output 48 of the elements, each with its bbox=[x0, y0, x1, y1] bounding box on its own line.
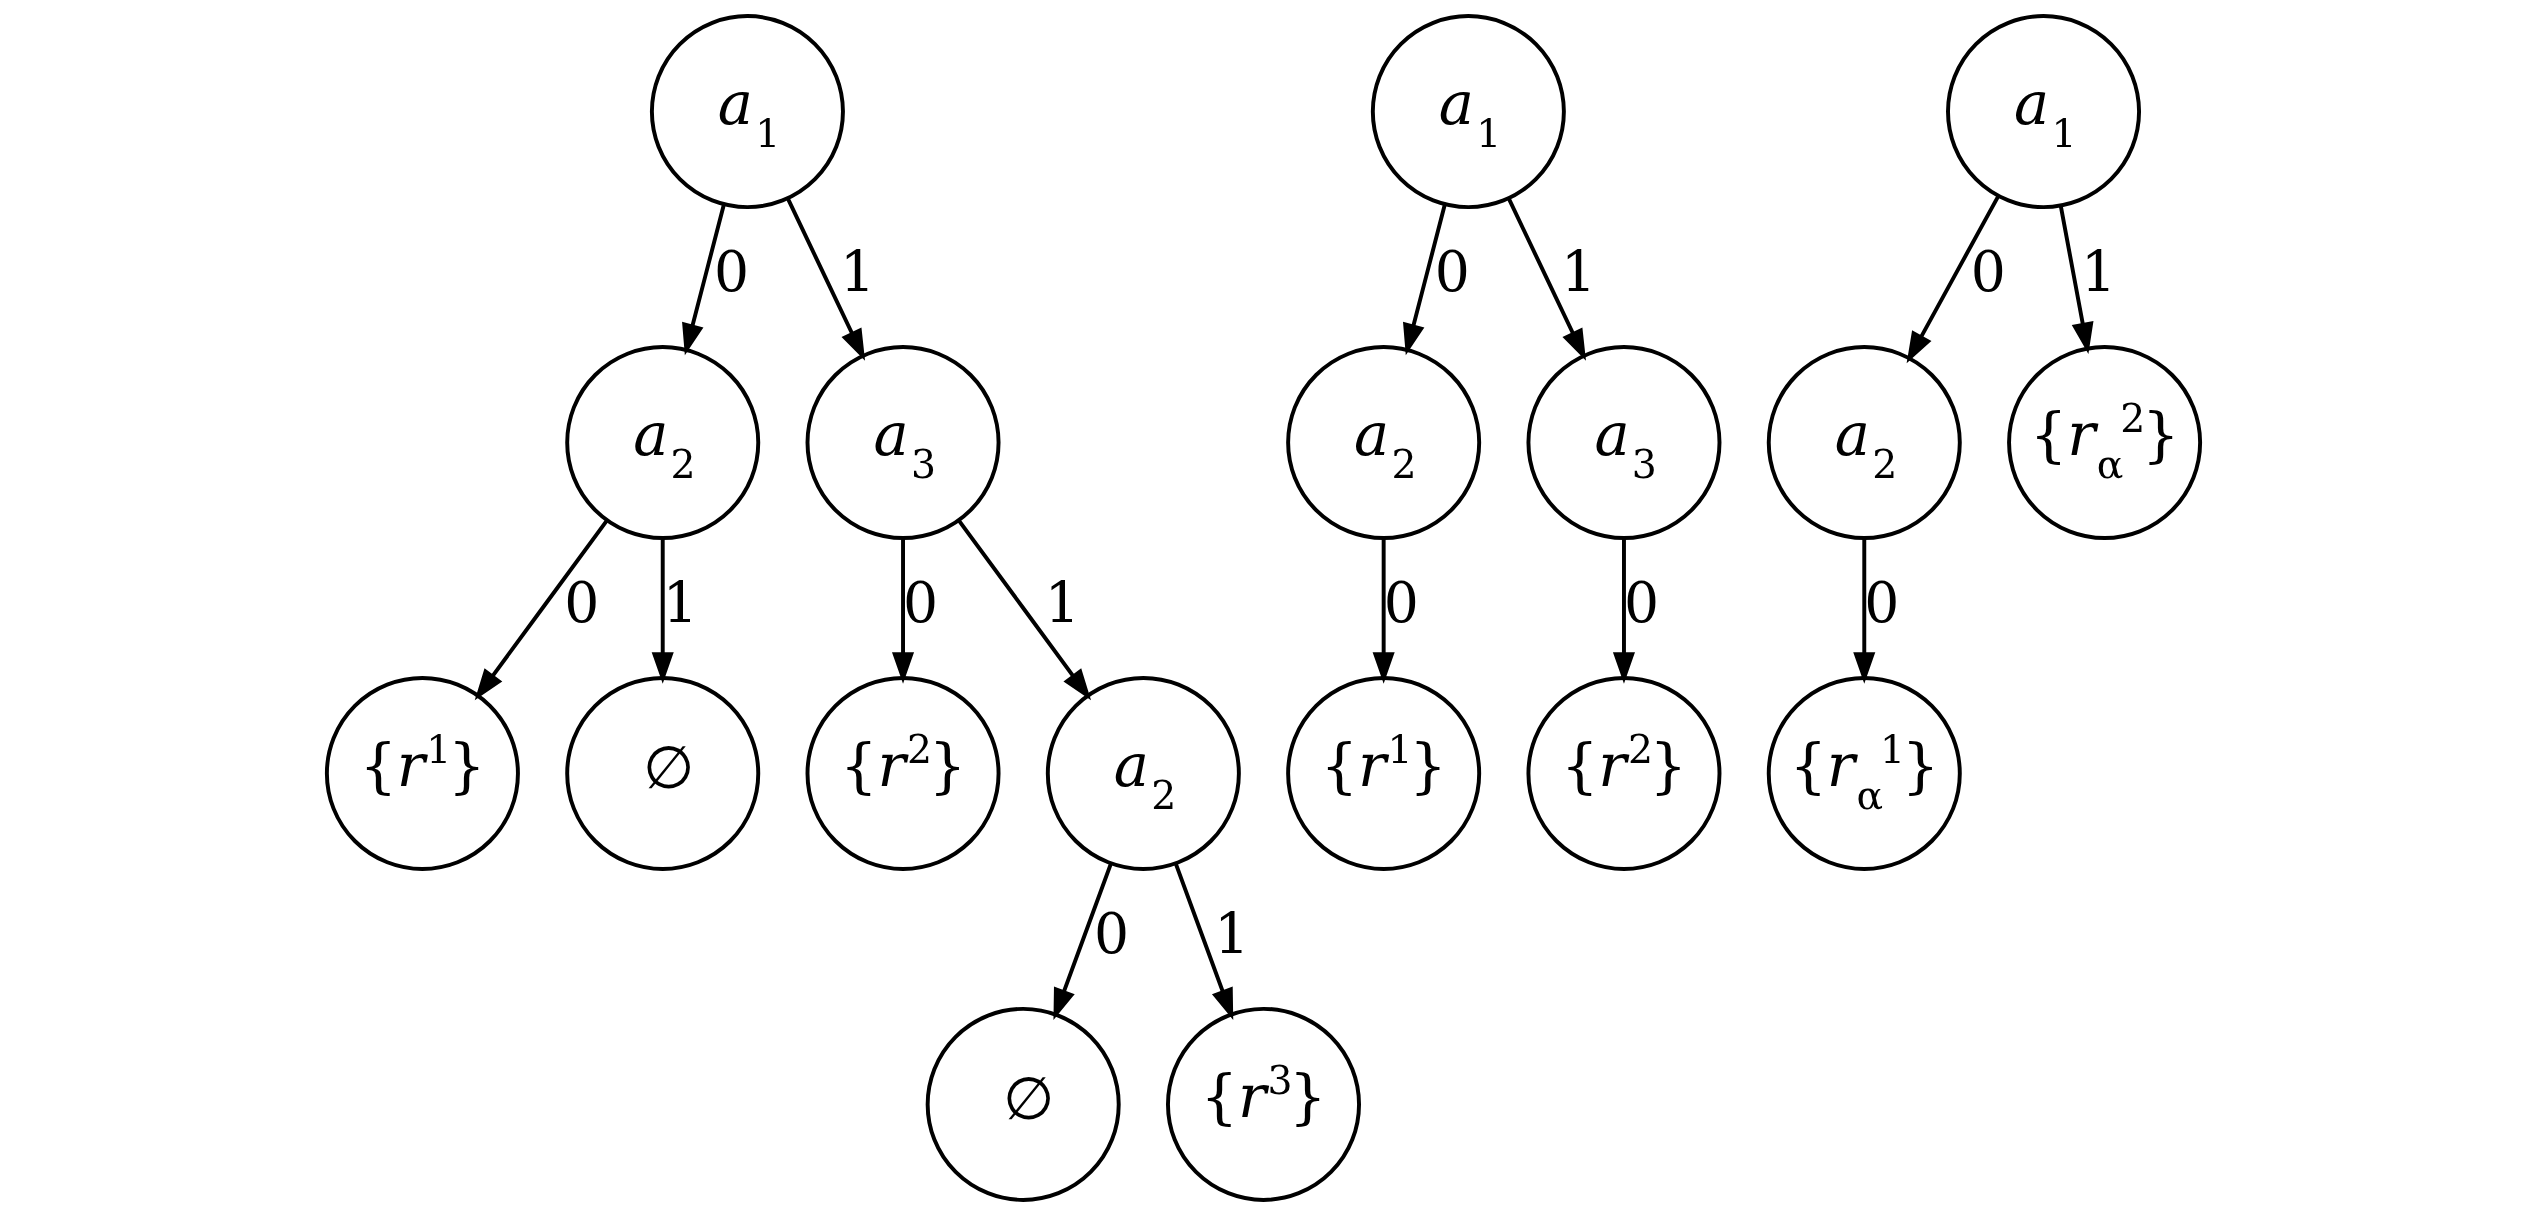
arrow bbox=[1612, 538, 1635, 684]
edge-label: 0 bbox=[1094, 901, 1130, 966]
arrow bbox=[474, 519, 609, 701]
edge-label: 1 bbox=[1044, 570, 1080, 635]
arrow bbox=[651, 538, 674, 684]
node-circle: ∅ bbox=[565, 675, 761, 871]
edge-label: 1 bbox=[662, 570, 698, 635]
edge-label: 1 bbox=[1560, 239, 1597, 304]
edge-label: 1 bbox=[1214, 901, 1250, 966]
node-circle: {r$^{1}$} bbox=[1286, 675, 1482, 871]
arrow bbox=[1906, 195, 2001, 364]
edge-label: 0 bbox=[564, 570, 600, 635]
edge-label: 0 bbox=[1623, 570, 1660, 635]
node-circle: {r$^{3}$} bbox=[1166, 1006, 1361, 1202]
edge-label: 0 bbox=[713, 239, 750, 304]
arrow bbox=[786, 197, 866, 361]
arrow bbox=[1403, 204, 1447, 356]
edge-label: 1 bbox=[840, 239, 876, 304]
node-circle: a$_{2}$ bbox=[1766, 345, 1962, 541]
node-circle: a$_{1}$ bbox=[1370, 14, 1566, 210]
node-circle: a$_{2}$ bbox=[565, 345, 761, 541]
node-circle: a$_{1}$ bbox=[649, 14, 845, 210]
arrow bbox=[1053, 863, 1113, 1020]
arrow bbox=[1853, 538, 1876, 684]
arrow bbox=[1507, 197, 1586, 361]
arrow bbox=[892, 538, 915, 684]
node-circle: a$_{2}$ bbox=[1045, 675, 1241, 871]
edge-label: 0 bbox=[1970, 239, 2006, 304]
node-circle: {r$^{2}$} bbox=[1526, 675, 1722, 871]
arrow bbox=[1372, 538, 1395, 684]
arrow bbox=[1174, 863, 1234, 1020]
edge-label: 1 bbox=[2080, 239, 2117, 304]
node-circle: a$_{2}$ bbox=[1286, 345, 1482, 541]
arrow bbox=[957, 519, 1092, 701]
node-circle: {r$_{α}$$^{2}$} bbox=[2007, 345, 2203, 541]
node-circle: {r$^{2}$} bbox=[805, 675, 1001, 871]
edge-label: 0 bbox=[903, 570, 939, 635]
node-circle: a$_{3}$ bbox=[805, 345, 1001, 541]
edge-label: 0 bbox=[1383, 570, 1419, 635]
edge-label: 0 bbox=[1434, 239, 1470, 304]
node-circle: {r$_{α}$$^{1}$} bbox=[1766, 675, 1962, 871]
node-circle: ∅ bbox=[925, 1006, 1121, 1202]
arrow bbox=[682, 204, 726, 356]
edge-label: 0 bbox=[1864, 570, 1900, 635]
node-circle: a$_{3}$ bbox=[1526, 345, 1722, 541]
arrow bbox=[2058, 206, 2094, 354]
node-circle: {r$^{1}$} bbox=[324, 675, 520, 871]
node-circle: a$_{1}$ bbox=[1946, 14, 2142, 210]
